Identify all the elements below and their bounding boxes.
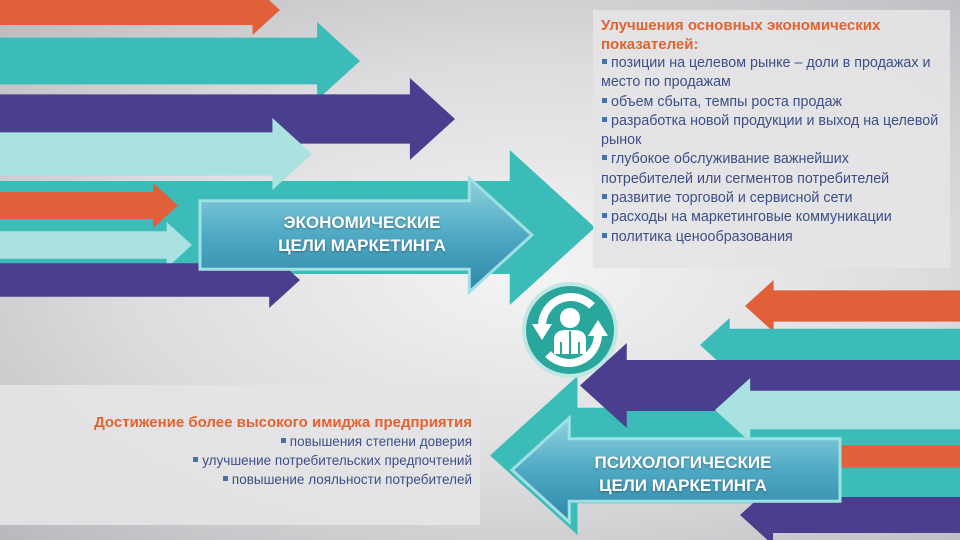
bullet-icon (602, 155, 607, 161)
bullet-icon (222, 476, 228, 481)
bullet-icon (602, 59, 607, 64)
economic-label-arrow (198, 174, 535, 296)
psychological-label-arrow (509, 414, 842, 526)
psychological-goals-panel: Достижение более высокого имиджа предпри… (0, 385, 480, 525)
coral-arrow-3 (745, 280, 960, 332)
economic-goals-heading: Улучшения основных экономических показат… (601, 17, 881, 53)
coral-arrow-4 (820, 438, 960, 475)
list-item-text: позиции на целевом рынке – доли в продаж… (601, 55, 931, 91)
light-teal-arrow-3 (715, 378, 960, 442)
list-item-text: расходы на маркетинговые коммуникации (611, 209, 892, 226)
bullet-icon (280, 438, 286, 443)
list-item-text: повышение лояльности потребителей (231, 472, 472, 487)
customer-cycle-icon (522, 282, 618, 378)
list-item-text: повышения степени доверия (289, 434, 472, 449)
list-item: повышение лояльности потребителей (0, 470, 472, 489)
list-item: улучшение потребительских предпочтений (0, 451, 472, 470)
bullet-icon (602, 116, 607, 122)
list-item: развитие торговой и сервисной сети (601, 189, 942, 208)
economic-goals-label: ЭКОНОМИЧЕСКИЕ ЦЕЛИ МАРКЕТИНГА (222, 211, 502, 257)
economic-goals-panel: Улучшения основных экономических показат… (593, 10, 950, 268)
list-item: повышения степени доверия (0, 432, 472, 451)
list-item-text: развитие торговой и сервисной сети (611, 190, 853, 207)
teal-arrow-1 (0, 22, 360, 100)
psychological-goals-heading: Достижение более высокого имиджа предпри… (94, 414, 472, 431)
economic-label-line2: ЦЕЛИ МАРКЕТИНГА (278, 236, 446, 255)
psychological-label-line2: ЦЕЛИ МАРКЕТИНГА (599, 476, 767, 495)
bullet-icon (602, 194, 607, 200)
coral-arrow-2 (0, 183, 178, 228)
bullet-icon (602, 213, 607, 219)
economic-label-line1: ЭКОНОМИЧЕСКИЕ (283, 213, 441, 232)
list-item-text: глубокое обслуживание важнейших потребит… (601, 151, 890, 187)
list-item: расходы на маркетинговые коммуникации (601, 208, 942, 227)
bullet-icon (602, 232, 607, 238)
list-item: политика ценообразования (601, 228, 942, 247)
light-teal-arrow-2 (0, 222, 192, 268)
economic-goals-list: позиции на целевом рынке – доли в продаж… (601, 54, 942, 247)
bullet-icon (193, 457, 199, 462)
list-item: позиции на целевом рынке – доли в продаж… (601, 54, 942, 93)
list-item-text: объем сбыта, темпы роста продаж (611, 93, 842, 110)
list-item-text: политика ценообразования (611, 228, 793, 245)
list-item-text: разработка новой продукции и выход на це… (601, 112, 939, 149)
list-item-text: улучшение потребительских предпочтений (202, 453, 472, 468)
psychological-label-line1: ПСИХОЛОГИЧЕСКИЕ (594, 453, 772, 472)
coral-arrow-1 (0, 0, 280, 35)
teal-arrow-2 (700, 318, 960, 372)
list-item: объем сбыта, темпы роста продаж (601, 93, 942, 112)
list-item: разработка новой продукции и выход на це… (601, 112, 942, 151)
bullet-icon (602, 97, 607, 103)
list-item: глубокое обслуживание важнейших потребит… (601, 150, 942, 189)
psychological-goals-label: ПСИХОЛОГИЧЕСКИЕ ЦЕЛИ МАРКЕТИНГА (548, 451, 818, 497)
light-teal-arrow-1 (0, 118, 312, 190)
psychological-goals-list: повышения степени доверия улучшение потре… (0, 432, 472, 489)
